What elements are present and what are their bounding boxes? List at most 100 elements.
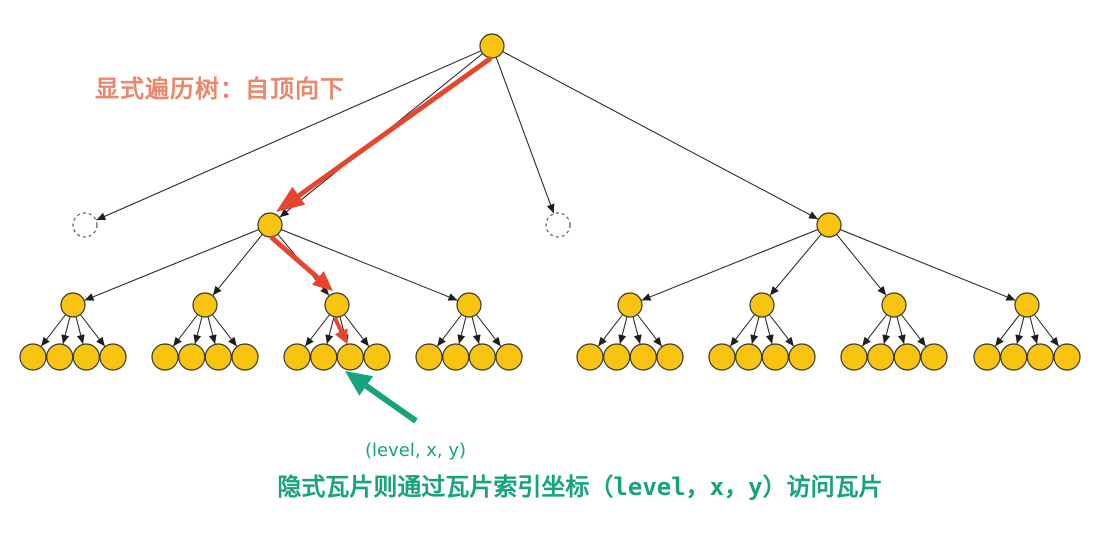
- tree-node-leaf-1-3-2: [468, 343, 496, 371]
- tree-node-level2-1-1: [192, 292, 218, 318]
- explicit-path-arrow-level2-to-leaf: [333, 317, 348, 344]
- tree-edge-l2-1-0-2: [75, 316, 85, 345]
- implicit-access-arrow-to-tile-head: [345, 371, 374, 396]
- tree-edge-l2-1-3-0: [436, 314, 463, 347]
- tree-node-empty-middle: [545, 212, 571, 238]
- explicit-path-arrow-level1-to-level2-head: [312, 271, 333, 291]
- tree-edge-l1-3-0: [641, 229, 819, 301]
- tree-edge-l2-3-3-0: [994, 314, 1021, 347]
- tree-edge-l2-3-0-3: [636, 314, 663, 347]
- tree-node-empty-left: [72, 212, 98, 238]
- explicit-path-arrow-root-to-level1-shaft: [296, 55, 493, 199]
- tree-edge-l2-3-3-2: [1029, 316, 1039, 345]
- tree-edge-l2-1-3-1: [457, 316, 467, 345]
- tree-edge-l2-3-1-3: [768, 314, 795, 347]
- tree-edge-l2-3-2-1: [882, 316, 892, 345]
- tree-node-leaf-3-3-1: [1000, 343, 1028, 371]
- implicit-access-arrow-to-tile-shaft: [363, 382, 418, 424]
- tree-edge-l2-1-1-0: [172, 314, 199, 347]
- tree-edge-root-0: [96, 50, 482, 221]
- tree-node-leaf-1-2-0: [283, 343, 311, 371]
- tree-edge-l2-3-2-0: [861, 314, 888, 347]
- explicit-path-arrow-level1-to-level2: [269, 235, 333, 291]
- tree-node-level2-3-0: [617, 292, 643, 318]
- tree-node-leaf-1-2-2: [336, 343, 364, 371]
- tree-node-leaf-1-0-3: [99, 343, 127, 371]
- tree-edge-l2-1-2-0: [304, 314, 331, 347]
- tree-edge-l2-3-2-2: [896, 316, 906, 345]
- tree-node-level2-3-3: [1014, 292, 1040, 318]
- tree-node-level2-3-2: [881, 292, 907, 318]
- tree-node-level1-right: [816, 212, 842, 238]
- tree-node-leaf-3-2-1: [867, 343, 895, 371]
- tree-edge-l2-1-3-3: [475, 314, 502, 347]
- tree-edge-l2-1-0-3: [79, 314, 106, 347]
- tree-edge-l2-1-0-0: [40, 314, 67, 347]
- tree-edge-l2-1-3-2: [471, 316, 481, 345]
- tree-node-leaf-3-2-3: [920, 343, 948, 371]
- implicit-access-arrow-to-tile: [345, 371, 418, 424]
- tree-edge-l2-3-0-2: [632, 316, 642, 345]
- tree-edge-l2-3-0-1: [618, 316, 628, 345]
- explicit-path-arrow-root-to-level1-head: [276, 186, 306, 212]
- tree-node-leaf-1-3-3: [495, 343, 523, 371]
- tree-edge-l1-1-3: [280, 229, 458, 301]
- tree-node-leaf-1-2-1: [310, 343, 338, 371]
- tree-edge-l2-3-0-0: [597, 314, 624, 347]
- tree-node-leaf-1-2-3: [363, 343, 391, 371]
- tree-edge-l2-3-1-2: [764, 316, 774, 345]
- explicit-path-arrow-level2-to-leaf-shaft: [333, 317, 344, 334]
- tree-node-leaf-1-0-2: [72, 343, 100, 371]
- tree-edge-l2-1-1-1: [193, 316, 203, 345]
- tree-node-leaf-1-3-0: [415, 343, 443, 371]
- tree-node-leaf-1-3-1: [442, 343, 470, 371]
- tree-node-leaf-3-3-0: [973, 343, 1001, 371]
- explicit-traversal-label: 显式遍历树：自顶向下: [95, 75, 345, 103]
- tree-node-leaf-3-1-3: [788, 343, 816, 371]
- tree-node-leaf-1-0-0: [19, 343, 47, 371]
- tree-edge-l2-1-2-3: [343, 314, 370, 347]
- tree-edge-l2-3-3-3: [1033, 314, 1060, 347]
- tree-node-leaf-1-1-2: [204, 343, 232, 371]
- tree-edge-l2-1-2-1: [325, 316, 335, 345]
- tree-node-leaf-3-2-2: [893, 343, 921, 371]
- tree-node-level2-1-0: [60, 292, 86, 318]
- tree-node-leaf-1-1-1: [178, 343, 206, 371]
- tree-edge-l1-3-3: [839, 229, 1016, 301]
- tree-node-leaf-3-0-0: [576, 343, 604, 371]
- tree-node-leaf-3-3-3: [1053, 343, 1081, 371]
- tree-edge-root-3: [502, 51, 819, 220]
- tree-edge-l1-1-0: [84, 229, 260, 301]
- tile-coordinate-label: (level, x, y): [365, 440, 466, 461]
- explicit-traversal-path: [269, 55, 493, 344]
- tree-node-leaf-1-1-3: [231, 343, 259, 371]
- explicit-path-arrow-root-to-level1: [276, 55, 493, 212]
- tree-node-leaf-1-0-1: [46, 343, 74, 371]
- explicit-path-arrow-level1-to-level2-shaft: [269, 235, 321, 281]
- tree-node-leaf-3-1-0: [708, 343, 736, 371]
- tree-edge-l2-3-1-1: [750, 316, 760, 345]
- tree-node-level1-left: [257, 212, 283, 238]
- tree-edge-root-2: [495, 57, 555, 214]
- tree-node-level2-1-2: [324, 292, 350, 318]
- tree-nodes: [19, 33, 1081, 371]
- tree-edge-l2-1-0-1: [61, 316, 71, 345]
- tree-node-leaf-3-0-1: [603, 343, 631, 371]
- tree-node-leaf-3-2-0: [840, 343, 868, 371]
- tree-edge-l2-1-1-2: [207, 316, 217, 345]
- tree-node-leaf-3-1-1: [735, 343, 763, 371]
- implicit-tile-caption: 隐式瓦片则通过瓦片索引坐标（level，x，y）访问瓦片: [277, 473, 882, 501]
- tree-node-level2-1-3: [456, 292, 482, 318]
- tree-node-leaf-3-3-2: [1026, 343, 1054, 371]
- tree-edge-l2-3-2-3: [900, 314, 927, 347]
- tree-edge-l2-3-1-0: [729, 314, 756, 347]
- tree-node-root: [479, 33, 505, 59]
- tree-node-leaf-3-0-2: [629, 343, 657, 371]
- implicit-access-arrow: [345, 371, 418, 424]
- tree-edge-l1-3-1: [769, 233, 822, 296]
- tree-node-level2-3-1: [749, 292, 775, 318]
- tree-edge-l1-1-1: [212, 233, 263, 296]
- tree-edge-l2-3-3-1: [1015, 316, 1025, 345]
